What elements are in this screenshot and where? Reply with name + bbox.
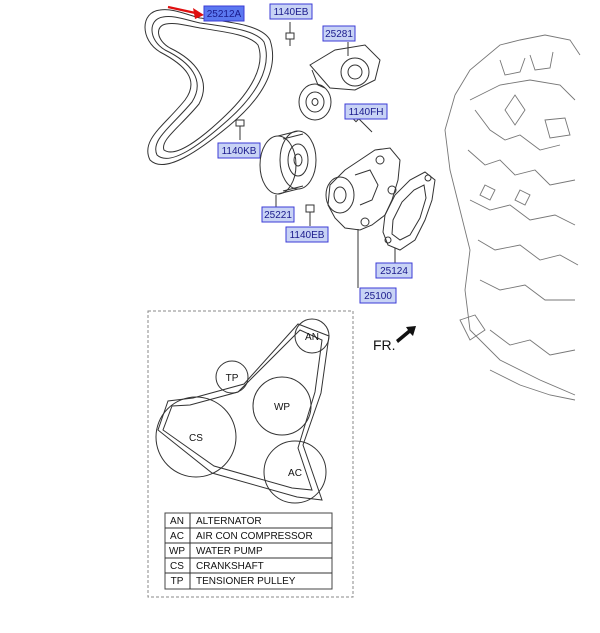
belt-routing-inset: AN TP WP CS AC AN ALTERNATOR AC AIR CON …: [147, 310, 354, 598]
pulley-ac-label: AC: [288, 468, 302, 479]
callout-25281[interactable]: 25281: [322, 25, 356, 42]
callout-25212a-label: 25212A: [207, 9, 242, 20]
pulley-tp-label: TP: [226, 373, 239, 384]
legend-code-4: TP: [171, 576, 184, 587]
bolt-top-drawing: [285, 22, 295, 46]
red-pointer-arrow: [167, 5, 204, 19]
callout-1140eb-top[interactable]: 1140EB: [269, 3, 313, 20]
callout-25100-label: 25100: [364, 291, 392, 302]
gasket-drawing: [382, 171, 436, 264]
callout-25281-label: 25281: [325, 29, 353, 40]
callout-1140kb-label: 1140KB: [222, 146, 257, 157]
drive-belt-drawing: [144, 9, 274, 165]
front-direction-label: FR.: [373, 337, 396, 353]
water-pump-drawing: [325, 147, 401, 288]
front-direction-indicator: FR.: [373, 326, 416, 353]
pulley-cs-circle: [155, 396, 237, 478]
pulley-tp-circle: [215, 360, 249, 394]
legend-code-2: WP: [169, 546, 185, 557]
pulley-ac-circle: [263, 440, 327, 504]
callout-25221-label: 25221: [264, 210, 292, 221]
front-arrow-icon: [396, 326, 416, 343]
pulley-an-label: AN: [305, 332, 319, 343]
callout-25221[interactable]: 25221: [261, 206, 295, 223]
callout-1140fh-label: 1140FH: [349, 107, 384, 118]
tensioner-drawing: [298, 42, 381, 121]
callout-1140eb-bottom[interactable]: 1140EB: [285, 226, 329, 243]
bolt-1140kb-drawing: [235, 119, 245, 140]
legend-name-0: ALTERNATOR: [196, 516, 262, 527]
callout-1140eb-top-label: 1140EB: [274, 7, 309, 18]
callout-1140kb[interactable]: 1140KB: [217, 142, 261, 159]
callout-25124[interactable]: 25124: [375, 262, 413, 279]
inset-frame: [147, 310, 354, 598]
callout-25212a[interactable]: 25212A: [203, 5, 245, 22]
pulley-cs-label: CS: [189, 433, 203, 444]
legend-table: AN ALTERNATOR AC AIR CON COMPRESSOR WP W…: [164, 512, 333, 590]
pulley-wp-label: WP: [274, 402, 290, 413]
legend-code-0: AN: [170, 516, 184, 527]
water-pump-pulley-drawing: [259, 130, 317, 208]
legend-code-1: AC: [170, 531, 184, 542]
routing-belt-line: [157, 323, 330, 501]
pulley-an-circle: [294, 318, 330, 354]
legend-name-1: AIR CON COMPRESSOR: [196, 531, 313, 542]
routing-belt-inner-line: [162, 329, 323, 491]
engine-block-drawing: [444, 34, 581, 401]
callout-25100[interactable]: 25100: [359, 287, 397, 304]
legend-name-2: WATER PUMP: [196, 546, 263, 557]
legend-name-3: CRANKSHAFT: [196, 561, 264, 572]
pulley-wp-circle: [252, 376, 312, 436]
callout-1140fh[interactable]: 1140FH: [344, 103, 388, 120]
bolt-bottom-drawing: [305, 204, 315, 226]
legend-code-3: CS: [170, 561, 184, 572]
callout-25124-label: 25124: [380, 266, 408, 277]
callout-1140eb-bottom-label: 1140EB: [290, 230, 325, 241]
legend-name-4: TENSIONER PULLEY: [196, 576, 296, 587]
